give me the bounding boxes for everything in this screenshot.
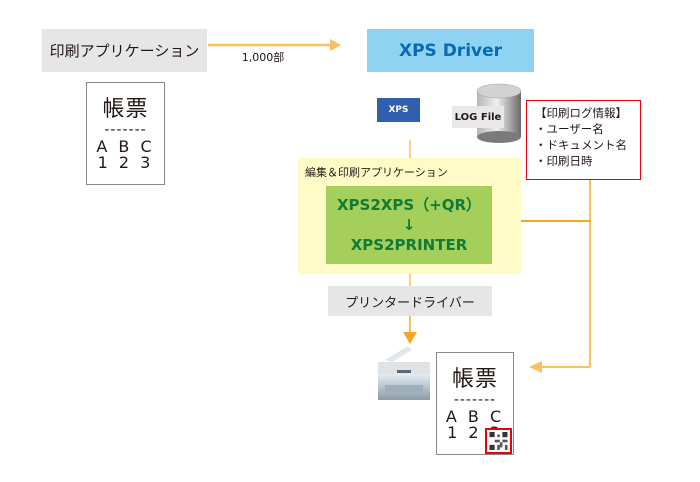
xps-conversion-box: XPS2XPS（+QR） ↓ XPS2PRINTER	[326, 186, 492, 264]
xps-driver-box: XPS Driver	[367, 29, 534, 72]
print-log-info-item: ・ドキュメント名	[535, 138, 627, 152]
arrowhead-left-output	[529, 361, 542, 373]
quantity-label: 1,000部	[241, 51, 285, 64]
qr-code-icon	[485, 428, 512, 454]
print-log-info-title: 【印刷ログ情報】	[535, 106, 627, 120]
xps2printer-step: XPS2PRINTER	[350, 236, 468, 254]
xps-driver-label: XPS Driver	[398, 40, 503, 61]
document-title: 帳票	[451, 367, 498, 392]
qr-pattern	[489, 432, 508, 450]
print-log-info-item: ・印刷日時	[535, 154, 593, 168]
edit-print-application-label: 編集＆印刷アプリケーション	[305, 166, 448, 179]
print-application-label: 印刷アプリケーション	[49, 42, 200, 60]
xps2xps-step: XPS2XPS（+QR）	[336, 196, 482, 214]
print-log-info-item: ・ユーザー名	[535, 122, 604, 136]
document-row-1: A B C	[445, 407, 505, 426]
document-title: 帳票	[102, 97, 149, 122]
printer-driver-box: プリンタードライバー	[328, 286, 492, 316]
document-row-2: 1 2 3	[97, 153, 154, 172]
printer-icon	[378, 346, 430, 400]
printer-driver-label: プリンタードライバー	[345, 295, 475, 311]
document-row-1: A B C	[96, 137, 155, 156]
down-arrow-icon: ↓	[402, 216, 416, 234]
arrowhead-right	[330, 39, 341, 51]
source-document: 帳票 ------- A B C 1 2 3	[86, 82, 165, 185]
print-application-box: 印刷アプリケーション	[42, 29, 207, 72]
log-file-label: LOG File	[454, 111, 502, 123]
document-separator: -------	[104, 122, 147, 138]
document-separator: -------	[453, 392, 497, 408]
log-file-label-box: LOG File	[452, 106, 504, 128]
arrowhead-down	[403, 332, 417, 344]
database-icon	[476, 83, 522, 143]
print-log-info-box: 【印刷ログ情報】 ・ユーザー名 ・ドキュメント名 ・印刷日時	[526, 100, 641, 180]
xps-badge-label: XPS	[388, 105, 409, 115]
xps-file-badge: XPS	[377, 98, 420, 122]
